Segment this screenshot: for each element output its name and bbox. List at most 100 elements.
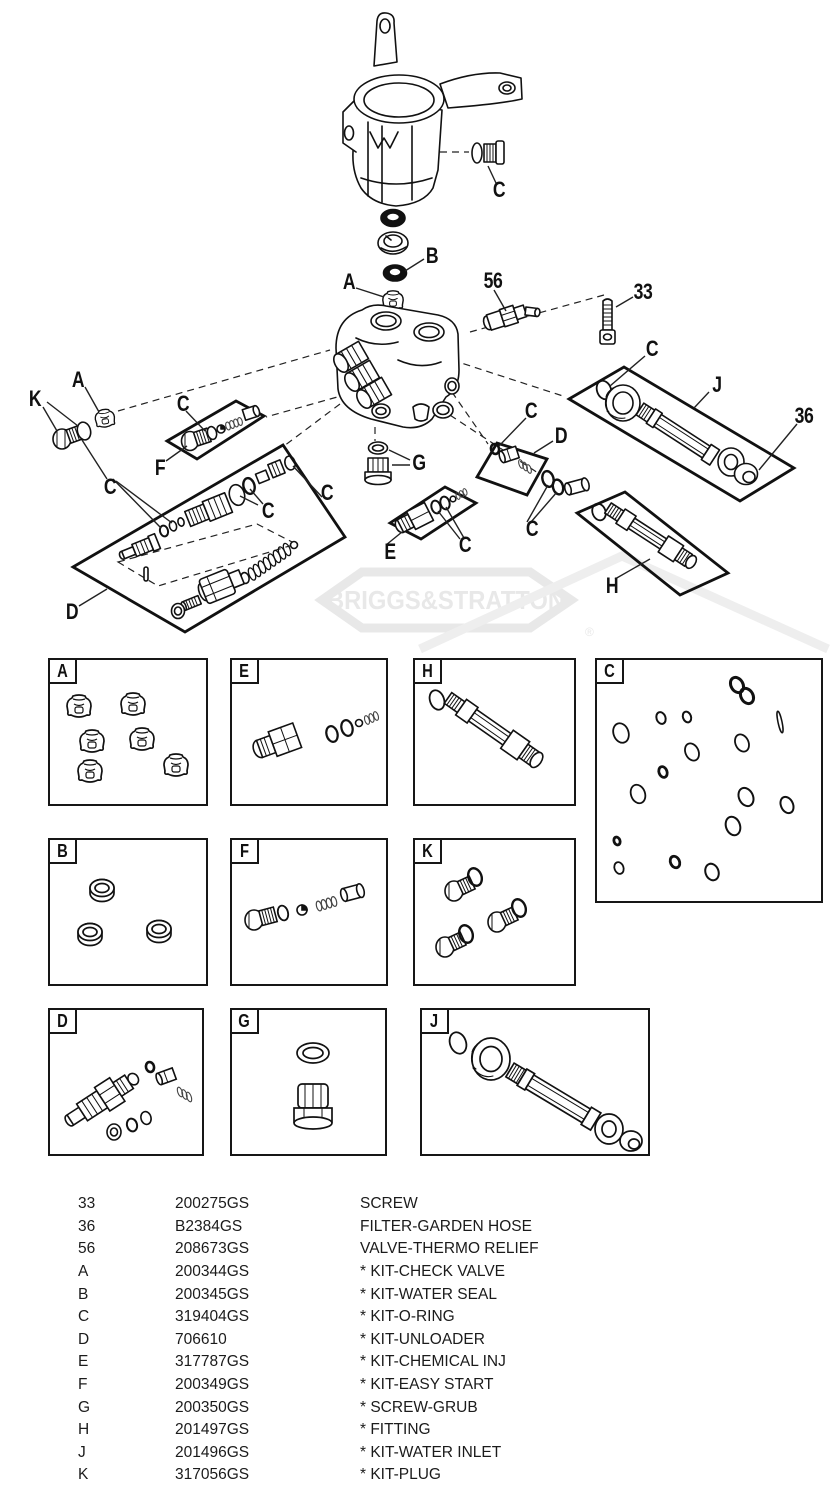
- kit-box-g-letter: G: [238, 1010, 251, 1031]
- part-number: 200345GS: [175, 1285, 250, 1303]
- part-ref: J: [78, 1443, 86, 1461]
- kit-box-d-tab: D: [48, 1008, 77, 1034]
- kit-box-j-tab: J: [420, 1008, 449, 1034]
- part-number: 200350GS: [175, 1398, 250, 1416]
- part-desc: * KIT-WATER SEAL: [360, 1285, 497, 1303]
- kit-box-h-letter: H: [422, 660, 433, 681]
- part-ref: G: [78, 1398, 91, 1416]
- kit-box-b-letter: B: [57, 840, 68, 861]
- part-desc: SCREW: [360, 1195, 418, 1213]
- part-ref: A: [78, 1263, 89, 1281]
- part-ref: 33: [78, 1195, 96, 1213]
- part-number: 706610: [175, 1330, 227, 1348]
- kit-outline-e: [387, 485, 479, 541]
- part-number: 317787GS: [175, 1353, 250, 1371]
- parts-row: 56 208673GS VALVE-THERMO RELIEF: [0, 1238, 835, 1261]
- part-number: 201496GS: [175, 1443, 250, 1461]
- callout-d-big: D: [65, 599, 79, 624]
- callout-c-left: C: [103, 474, 117, 499]
- kit-box-c-tab: C: [595, 658, 624, 684]
- callout-a-top: A: [342, 269, 356, 294]
- callout-c-housing: C: [492, 177, 506, 202]
- part-ref: 56: [78, 1240, 96, 1258]
- callout-g: G: [412, 450, 426, 475]
- kit-box-j-art: [448, 1031, 643, 1152]
- kit-box-f-tab: F: [230, 838, 259, 864]
- thermo-relief-valve-art: [482, 304, 541, 331]
- part-desc: * SCREW-GRUB: [360, 1398, 478, 1416]
- part-ref: D: [78, 1330, 90, 1348]
- screw-art: [599, 298, 616, 345]
- briggs-stratton-watermark: BRIGGS&STRATTON ®: [314, 551, 830, 654]
- kit-box-g-art: [293, 1042, 333, 1130]
- kit-box-d-art: [64, 1060, 193, 1141]
- callout-j: J: [712, 372, 722, 397]
- manifold-art: [332, 304, 460, 429]
- kit-box-k-art: [435, 867, 528, 958]
- grub-screw-parts-art: [364, 441, 392, 486]
- part-ref: K: [78, 1466, 89, 1484]
- kit-box-d-letter: D: [57, 1010, 68, 1031]
- kit-box-k-letter: K: [422, 840, 433, 861]
- kit-box-c-art: [612, 675, 795, 882]
- kit-box-e-letter: E: [239, 660, 250, 681]
- callout-c-j: C: [645, 336, 659, 361]
- part-desc: * KIT-UNLOADER: [360, 1330, 485, 1348]
- callout-d-small: D: [554, 423, 568, 448]
- kit-box-j: J: [420, 1008, 650, 1156]
- kit-box-e: E: [230, 658, 388, 806]
- kit-box-f: F: [230, 838, 388, 986]
- callout-c-smalld: C: [524, 398, 538, 423]
- part-ref: B: [78, 1285, 89, 1303]
- kit-box-d: D: [48, 1008, 204, 1156]
- pump-housing-art: [342, 12, 523, 207]
- leader-lines: [42, 165, 798, 607]
- kit-box-e-art: [252, 711, 380, 759]
- kit-box-c: C: [595, 658, 823, 903]
- part-number: 319404GS: [175, 1308, 250, 1326]
- part-number: 200349GS: [175, 1376, 250, 1394]
- plug-kit-parts-art: [52, 421, 92, 450]
- part-ref: C: [78, 1308, 90, 1326]
- parts-row: 33 200275GS SCREW: [0, 1193, 835, 1216]
- part-desc: * FITTING: [360, 1421, 431, 1439]
- part-number: B2384GS: [175, 1217, 243, 1235]
- part-number: 317056GS: [175, 1466, 250, 1484]
- callout-k: K: [28, 386, 42, 411]
- kit-box-g: G: [230, 1008, 387, 1156]
- part-number: 200275GS: [175, 1195, 250, 1213]
- kit-box-g-tab: G: [230, 1008, 259, 1034]
- part-number: 208673GS: [175, 1240, 250, 1258]
- kit-box-c-letter: C: [604, 660, 615, 681]
- parts-row: G 200350GS * SCREW-GRUB: [0, 1396, 835, 1419]
- callout-b: B: [425, 243, 439, 268]
- chemical-inj-parts-art: [394, 488, 468, 534]
- callout-c-e: C: [458, 532, 472, 557]
- kit-box-k-tab: K: [413, 838, 442, 864]
- parts-row: D 706610 * KIT-UNLOADER: [0, 1329, 835, 1352]
- part-desc: * KIT-CHEMICAL INJ: [360, 1353, 506, 1371]
- exploded-view-drawing: BRIGGS&STRATTON ®: [42, 12, 830, 654]
- callout-c-f: C: [176, 391, 190, 416]
- kit-box-b-art: [77, 878, 172, 947]
- kit-outline-d-big: [70, 443, 347, 634]
- kit-outline-h: [574, 490, 731, 597]
- kit-box-h-tab: H: [413, 658, 442, 684]
- check-valve-left-art: [93, 407, 117, 429]
- part-desc: FILTER-GARDEN HOSE: [360, 1217, 532, 1235]
- part-desc: VALVE-THERMO RELIEF: [360, 1240, 539, 1258]
- kit-box-k: K: [413, 838, 576, 986]
- part-ref: E: [78, 1353, 89, 1371]
- callout-f: F: [154, 455, 166, 480]
- part-desc: * KIT-EASY START: [360, 1376, 494, 1394]
- kit-box-e-tab: E: [230, 658, 259, 684]
- kit-outline-j: [566, 365, 797, 503]
- kit-box-f-art: [244, 882, 366, 931]
- part-ref: F: [78, 1376, 88, 1394]
